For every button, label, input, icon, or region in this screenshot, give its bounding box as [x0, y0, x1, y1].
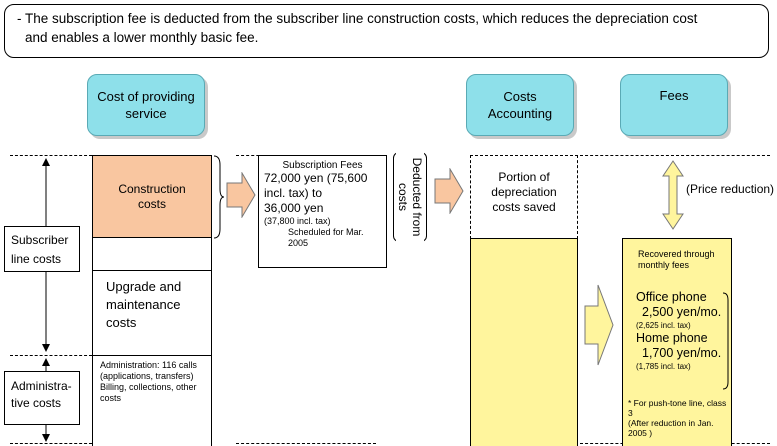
- guide-line: [10, 155, 92, 156]
- label-subscriber-line-costs: Subscriber line costs: [4, 226, 80, 272]
- summary-note-line2: and enables a lower monthly basic fee.: [25, 30, 259, 45]
- summary-note: - The subscription fee is deducted from …: [4, 4, 769, 58]
- header-fees-label: Fees: [659, 87, 689, 103]
- flow-arrow-2: [434, 168, 464, 214]
- subscription-amount2: 36,000 yen: [264, 201, 324, 215]
- header-costs-accounting: Costs Accounting: [466, 74, 574, 136]
- construction-costs-block: Construction costs: [93, 156, 211, 238]
- guide-line: [580, 155, 770, 156]
- depreciation-saved-block: Portion of depreciation costs saved: [470, 155, 578, 239]
- fees-footnote: * For push-tone line, class 3 (After red…: [628, 398, 732, 438]
- guide-line: [10, 355, 92, 356]
- office-phone-price: 2,500 yen/mo.: [642, 305, 722, 319]
- admin-costs-detail: Administration: 116 calls (applications,…: [100, 360, 210, 404]
- office-phone-tax: (2,625 incl. tax): [636, 321, 691, 330]
- header-cost-of-service-label: Cost of providing service: [97, 89, 195, 121]
- home-phone-price: 1,700 yen/mo.: [642, 346, 722, 360]
- header-cost-of-service: Cost of providing service: [87, 74, 205, 136]
- divider: [93, 270, 211, 271]
- footnote-line-1: * For push-tone line, class 3: [628, 398, 727, 418]
- subscription-scheduled: Scheduled for Mar. 2005: [288, 227, 364, 248]
- price-reduction-arrow: [662, 160, 684, 230]
- label-administrative-costs: Administra-tive costs: [4, 371, 80, 425]
- recovered-label: Recovered through monthly fees: [638, 249, 715, 270]
- subscription-amount1: 72,000 yen (75,600 incl. tax) to: [264, 171, 368, 200]
- construction-costs-label: Construction costs: [118, 181, 186, 211]
- header-fees: Fees: [620, 74, 728, 136]
- home-phone-tax: (1,785 incl. tax): [636, 362, 691, 371]
- divider: [93, 355, 211, 356]
- header-costs-accounting-label: Costs Accounting: [487, 89, 553, 121]
- accounting-yellow-block: [470, 238, 578, 446]
- depreciation-saved-label: Portion of depreciation costs saved: [491, 170, 557, 214]
- guide-line: [10, 443, 92, 444]
- upgrade-maintenance-label: Upgrade and maintenance costs: [106, 279, 182, 330]
- admin-line-1: Administration: 116 calls: [100, 360, 197, 370]
- office-phone-label: Office phone: [636, 290, 707, 304]
- flow-arrow-1: [226, 172, 256, 218]
- label-subscriber-text: Subscriber line costs: [11, 233, 69, 266]
- footnote-line-2: (After reduction in Jan. 2005 ): [628, 418, 714, 438]
- fees-yellow-block: [622, 238, 732, 446]
- admin-line-3: Billing, collections, other costs: [100, 382, 197, 403]
- fee-bracket: [722, 292, 729, 390]
- subscription-amount2-tax: (37,800 incl. tax): [264, 216, 331, 226]
- admin-line-2: (applications, transfers): [100, 371, 194, 381]
- flow-arrow-3: [584, 284, 614, 366]
- subscription-title: Subscription Fees: [282, 160, 363, 171]
- brace-construction: [213, 155, 225, 239]
- deducted-from-costs-label: Deducted from costs: [396, 152, 424, 242]
- fee-list: Office phone 2,500 yen/mo. (2,625 incl. …: [636, 290, 726, 372]
- summary-note-line1: - The subscription fee is deducted from …: [17, 11, 698, 26]
- label-administrative-text: Administra-tive costs: [11, 379, 72, 410]
- guide-line: [236, 443, 376, 444]
- subscription-fees-box: Subscription Fees 72,000 yen (75,600 inc…: [258, 155, 387, 268]
- price-reduction-label: (Price reduction): [686, 182, 775, 196]
- home-phone-label: Home phone: [636, 331, 708, 345]
